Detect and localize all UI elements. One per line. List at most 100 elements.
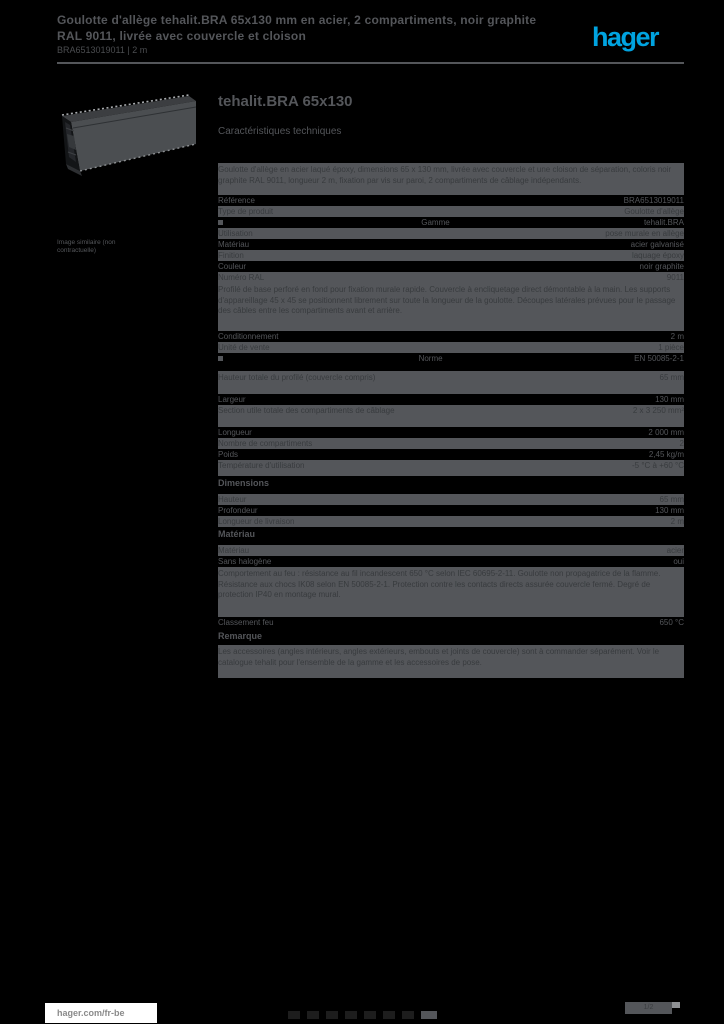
description-row: Comportement au feu : résistance au fil … bbox=[218, 567, 684, 617]
spec-row: Température d'utilisation -5 °C à +60 °C bbox=[218, 460, 684, 476]
trunking-illustration bbox=[61, 94, 197, 176]
product-title: tehalit.BRA 65x130 bbox=[218, 93, 353, 110]
spec-label: Hauteur totale du profilé (couvercle com… bbox=[218, 373, 376, 382]
spec-label: Hauteur bbox=[218, 495, 247, 504]
description-row: Goulotte d'allège en acier laqué époxy, … bbox=[218, 163, 684, 195]
spec-row: Type de produit Goulotte d'allège bbox=[218, 206, 684, 217]
bullet-icon bbox=[218, 220, 223, 225]
spec-value: laquage époxy bbox=[631, 251, 684, 260]
product-subtitle: Caractéristiques techniques bbox=[218, 126, 342, 137]
spec-row: Hauteur totale du profilé (couvercle com… bbox=[218, 372, 684, 394]
spec-value: -5 °C à +60 °C bbox=[632, 461, 684, 470]
spec-label: Numéro RAL bbox=[218, 273, 265, 282]
spec-value: 2 m bbox=[670, 517, 684, 526]
header-title-line1: Goulotte d'allège tehalit.BRA 65x130 mm … bbox=[57, 13, 537, 27]
bullet-icon bbox=[218, 356, 223, 361]
section-header-row: Dimensions bbox=[218, 476, 684, 494]
spec-value: 65 mm bbox=[659, 495, 684, 504]
spec-value: 2 bbox=[679, 439, 684, 448]
spec-label: Couleur bbox=[218, 262, 247, 271]
hager-logo: hager bbox=[592, 22, 660, 52]
spec-value: 1 pièce bbox=[658, 343, 684, 352]
spec-value: EN 50085-2-1 bbox=[634, 354, 684, 363]
cebec-mark-icon bbox=[364, 1011, 376, 1019]
spec-value: Goulotte d'allège bbox=[624, 207, 684, 216]
spec-label: Poids bbox=[218, 450, 239, 459]
spec-label: Température d'utilisation bbox=[218, 461, 305, 470]
website-box: hager.com/fr-be bbox=[45, 1003, 157, 1023]
spec-row: Longueur de livraison 2 m bbox=[218, 516, 684, 527]
iso-mark-icon bbox=[402, 1011, 414, 1019]
spec-value: acier bbox=[666, 546, 684, 555]
spec-value: 2 000 mm bbox=[648, 428, 684, 437]
spec-row: Gamme tehalit.BRA bbox=[218, 217, 684, 228]
spec-label: Matériau bbox=[218, 240, 250, 249]
spec-label: Norme bbox=[418, 354, 443, 363]
spec-table: Goulotte d'allège en acier laqué époxy, … bbox=[218, 163, 684, 678]
spec-row: Matériau acier bbox=[218, 545, 684, 556]
spec-label: Profondeur bbox=[218, 506, 258, 515]
section-header: Remarque bbox=[218, 631, 263, 641]
spec-row: Sans halogène oui bbox=[218, 556, 684, 567]
qr-mark-icon bbox=[421, 1011, 437, 1019]
spec-label: Unité de vente bbox=[218, 343, 270, 352]
ce-mark-icon bbox=[288, 1011, 300, 1019]
spec-label: Sans halogène bbox=[218, 557, 272, 566]
header-reference: BRA6513019011 | 2 m bbox=[57, 45, 148, 55]
spec-label: Gamme bbox=[421, 218, 450, 227]
spec-row: Numéro RAL 9011 bbox=[218, 272, 684, 283]
spec-label: Matériau bbox=[218, 546, 250, 555]
spec-label: Longueur de livraison bbox=[218, 517, 295, 526]
spec-label: Conditionnement bbox=[218, 332, 279, 341]
spec-row: Section utile totale des compartiments d… bbox=[218, 405, 684, 427]
section-header-row: Remarque bbox=[218, 629, 684, 645]
header: Goulotte d'allège tehalit.BRA 65x130 mm … bbox=[57, 12, 684, 57]
spec-value: 65 mm bbox=[659, 373, 684, 382]
spec-row: Profondeur 130 mm bbox=[218, 505, 684, 516]
spec-row: Matériau acier galvanisé bbox=[218, 239, 684, 250]
spec-value: 2,45 kg/m bbox=[648, 450, 684, 459]
header-divider bbox=[57, 62, 684, 64]
certification-icons bbox=[288, 1011, 437, 1019]
spec-label: Finition bbox=[218, 251, 244, 260]
spec-label: Type de produit bbox=[218, 207, 274, 216]
spec-value: 130 mm bbox=[655, 506, 684, 515]
spec-row: Unité de vente 1 pièce bbox=[218, 342, 684, 353]
spec-row: Norme EN 50085-2-1 bbox=[218, 353, 684, 364]
spec-label: Section utile totale des compartiments d… bbox=[218, 406, 395, 415]
spec-value: 9011 bbox=[666, 273, 684, 282]
spec-value: acier galvanisé bbox=[630, 240, 684, 249]
spec-value: pose murale en allège bbox=[605, 229, 684, 238]
iec-mark-icon bbox=[307, 1011, 319, 1019]
spec-value: 650 °C bbox=[659, 618, 684, 627]
nf-mark-icon bbox=[345, 1011, 357, 1019]
section-header-row: Matériau bbox=[218, 527, 684, 545]
spec-value: tehalit.BRA bbox=[643, 218, 684, 227]
spec-row: Finition laquage époxy bbox=[218, 250, 684, 261]
website-link[interactable]: hager.com/fr-be bbox=[57, 1008, 125, 1018]
product-image bbox=[55, 84, 205, 188]
spec-row: Hauteur 65 mm bbox=[218, 494, 684, 505]
header-title-line2: RAL 9011, livrée avec couvercle et clois… bbox=[57, 29, 306, 43]
spec-value: 130 mm bbox=[655, 395, 684, 404]
spec-value: 2 x 3 250 mm² bbox=[632, 406, 684, 415]
divider-row bbox=[218, 364, 684, 372]
description-row: Profilé de base perforé en fond pour fix… bbox=[218, 283, 684, 331]
vde-mark-icon bbox=[326, 1011, 338, 1019]
spec-row: Couleur noir graphite bbox=[218, 261, 684, 272]
section-header: Dimensions bbox=[218, 478, 270, 488]
page-number-badge: 1/2 bbox=[625, 1002, 672, 1014]
spec-row: Largeur 130 mm bbox=[218, 394, 684, 405]
spec-value: BRA6513019011 bbox=[623, 196, 684, 205]
spec-label: Largeur bbox=[218, 395, 246, 404]
spec-label: Longueur bbox=[218, 428, 252, 437]
ral-mark-icon bbox=[383, 1011, 395, 1019]
spec-value: noir graphite bbox=[639, 262, 684, 271]
spec-value: oui bbox=[673, 557, 684, 566]
image-caption: Image similaire (non contractuelle) bbox=[57, 239, 116, 254]
